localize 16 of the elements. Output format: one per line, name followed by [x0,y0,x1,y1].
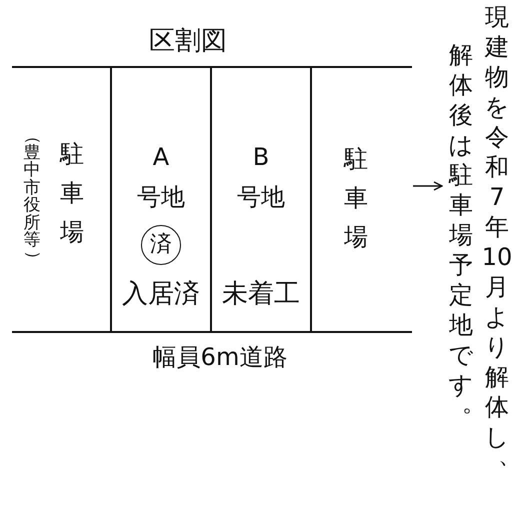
diagram-title: 区割図 [149,28,227,54]
housing-lot [112,66,212,333]
status-label: 入居済 [122,281,200,307]
arrow [413,181,443,191]
lot-label: A号地 [137,142,185,213]
parking-lot [312,66,412,333]
stamp-text: 済 [150,234,172,256]
housing-lot [212,66,312,333]
lot-label: B号地 [237,142,285,213]
parking-lot [12,66,112,333]
parking-label: 駐車場 [342,144,369,253]
status-stamp [141,225,181,265]
parking-label: 駐車場 [58,139,85,248]
parenthetical-note: （豊中市役所等） [22,127,42,267]
status-label: 未着工 [222,281,300,307]
road-label: 幅員6m道路 [152,345,288,369]
